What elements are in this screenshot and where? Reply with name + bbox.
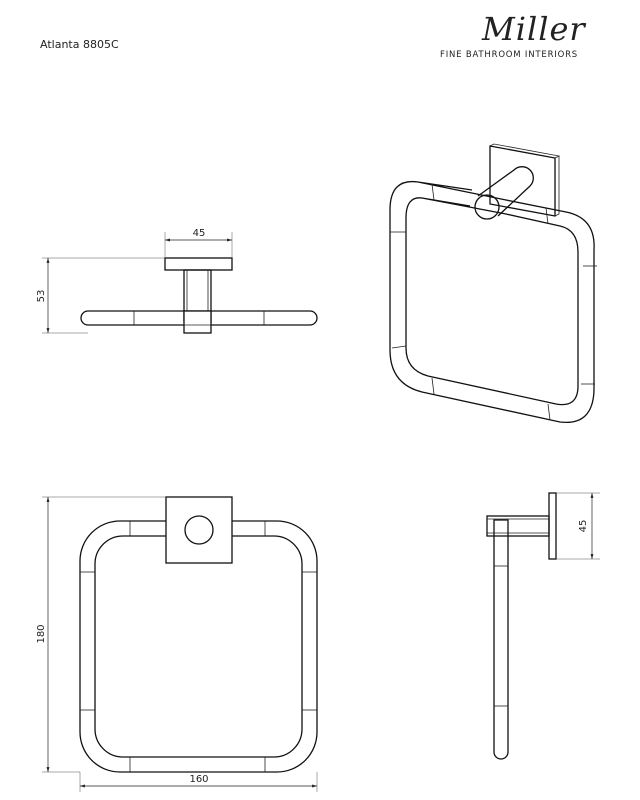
brand-logo: Miller (482, 10, 586, 48)
front-arm (184, 515, 214, 545)
dim-side-height: 45 (578, 520, 589, 533)
side-arm (486, 515, 550, 537)
front-plate (165, 496, 233, 564)
dim-front-height: 180 (36, 624, 47, 643)
dim-top-width: 45 (193, 228, 206, 239)
dim-top-height: 53 (36, 290, 47, 303)
product-code: Atlanta 8805C (40, 38, 119, 51)
front-view: 180 160 (36, 496, 318, 792)
iso-ring-outer (389, 180, 595, 424)
front-ring-inner (94, 535, 303, 758)
brand-block: Miller FINE BATHROOM INTERIORS (424, 12, 594, 60)
top-view: 45 53 (36, 228, 318, 334)
brand-tagline: FINE BATHROOM INTERIORS (440, 50, 578, 60)
dim-front-width: 160 (189, 774, 208, 785)
isometric-view (389, 143, 597, 424)
side-plate (548, 492, 557, 560)
iso-arm-end (474, 194, 500, 220)
side-view: 45 (486, 492, 600, 760)
side-ring (493, 519, 509, 760)
top-view-ring (80, 310, 318, 326)
top-view-plate (164, 257, 233, 271)
iso-ring-inner (405, 197, 579, 406)
